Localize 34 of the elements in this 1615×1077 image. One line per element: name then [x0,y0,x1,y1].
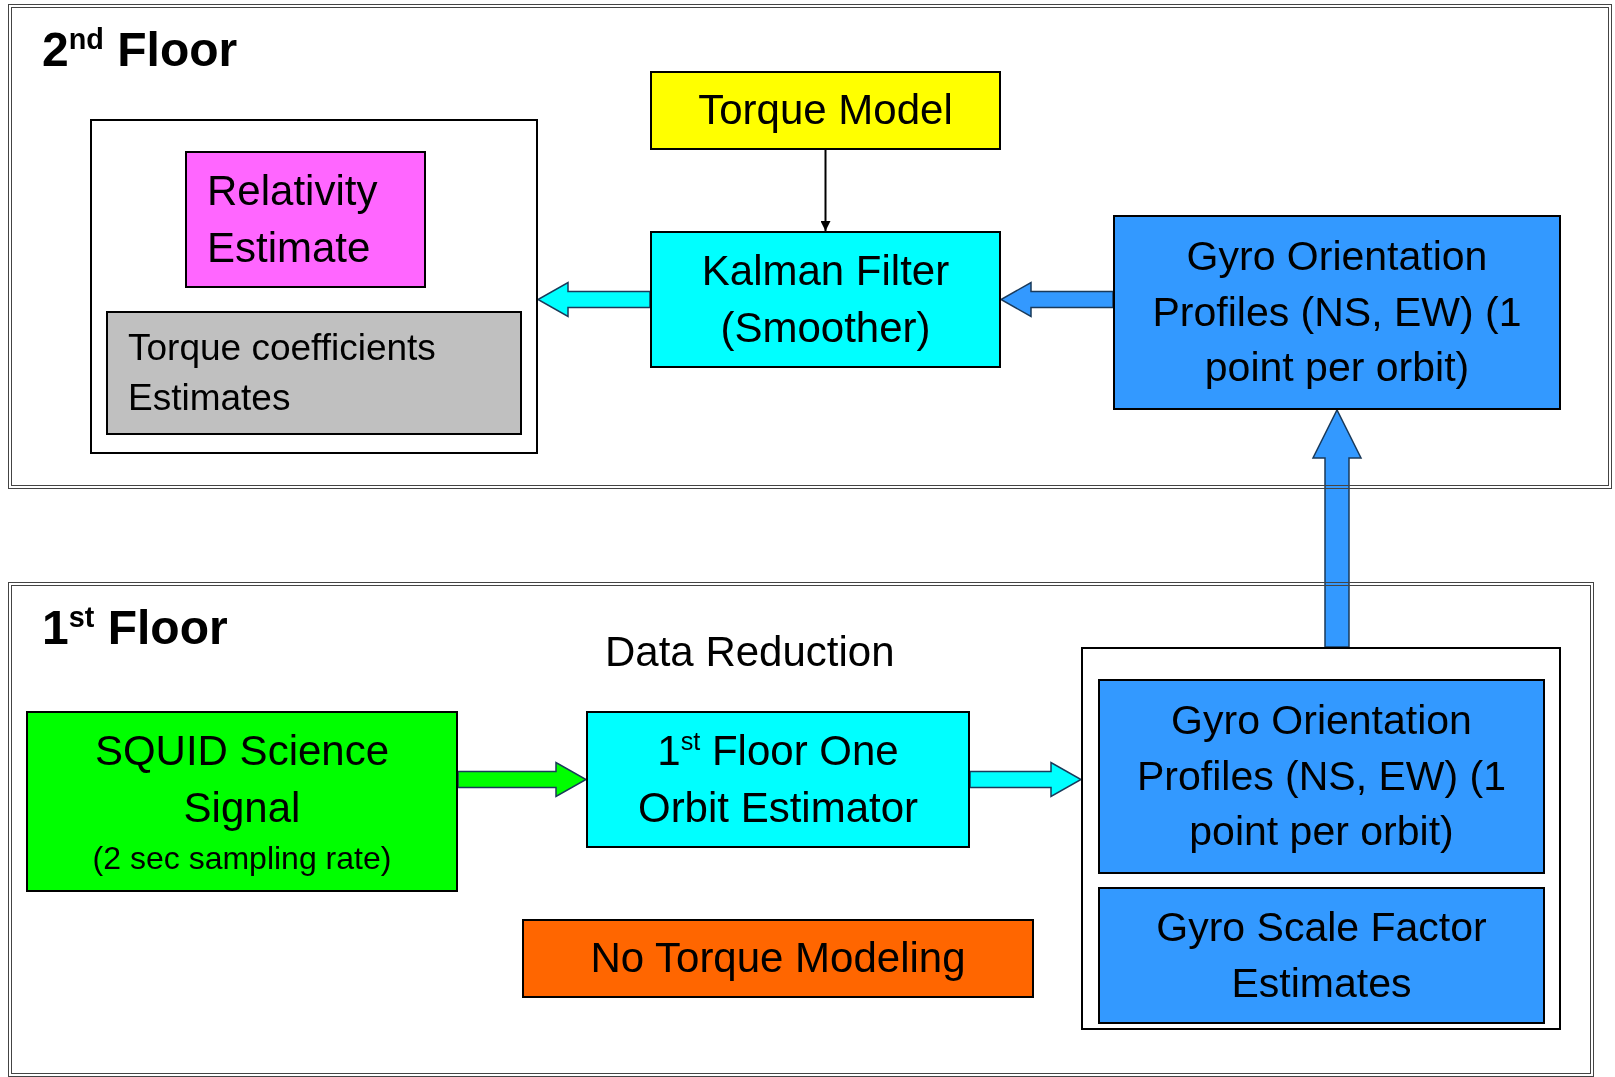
process-box [650,71,1001,150]
process-box [185,151,426,288]
process-box [1098,679,1545,874]
node-subtext: (2 sec sampling rate) [91,838,393,878]
process-box [522,919,1034,998]
block-arrow [536,281,651,318]
process-box [26,711,458,892]
node-text: Torque Model [697,85,954,136]
node-text: Gyro Orientation Profiles (NS, EW) (1 point per orbit) [1135,696,1507,857]
process-box [1098,887,1545,1024]
process-box [106,311,522,435]
process-box [1113,215,1561,410]
node-text: 1$^{st}$ Floor One Orbit Estimator [636,725,920,833]
floor-panel [8,4,1612,489]
floor-heading: 1$^{st}$ Floor [42,600,228,655]
node-text: SQUID Science Signal [93,726,391,833]
process-box [650,231,1001,368]
block-arrow [457,761,588,798]
node-text: Relativity Estimate [207,165,379,273]
arrow [820,149,831,232]
node-text: Gyro Scale Factor Estimates [1155,903,1488,1008]
node-text: Gyro Orientation Profiles (NS, EW) (1 point per orbit) [1151,232,1523,393]
node-text: Torque coefficients Estimates [128,326,437,420]
section-label: Data Reduction [605,628,895,676]
node-text: Kalman Filter (Smoother) [700,245,951,353]
group-box [1081,647,1561,1030]
process-box [586,711,970,848]
node-text: No Torque Modeling [589,933,967,984]
block-arrow [1311,408,1363,648]
floor-heading: 2$^{nd}$ Floor [42,22,238,77]
block-arrow [999,281,1114,318]
block-arrow [969,761,1083,798]
group-box [90,119,538,454]
floor-panel [8,582,1594,1077]
